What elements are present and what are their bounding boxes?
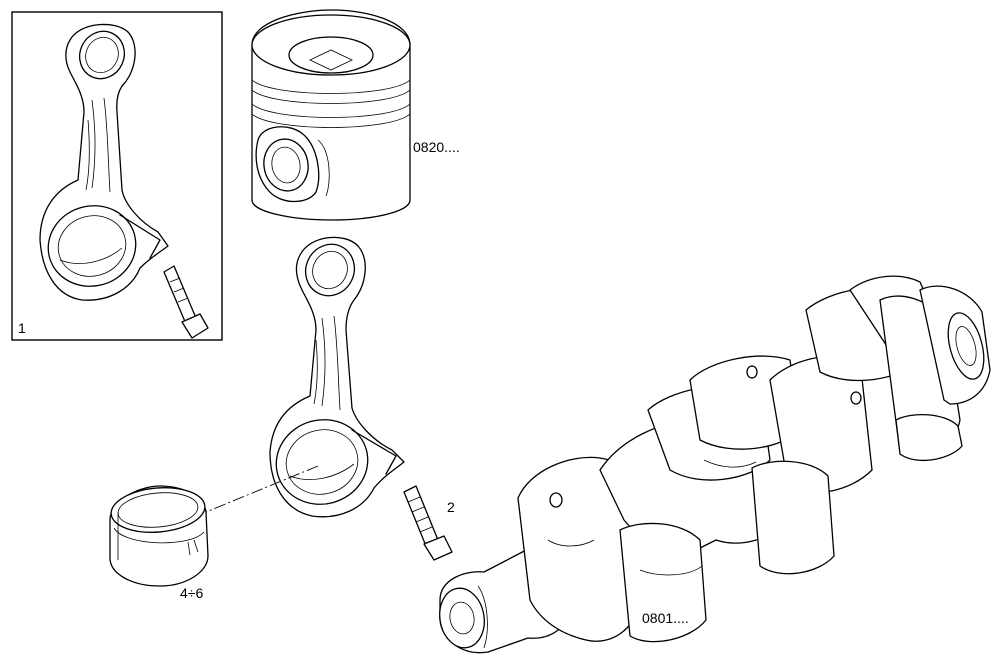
callout-4-6: 4÷6 bbox=[180, 585, 203, 601]
piston: 0820.... bbox=[251, 9, 460, 221]
callout-2: 2 bbox=[447, 499, 455, 515]
inset-kit-group: 1 bbox=[11, 11, 223, 341]
assembly-centerline bbox=[205, 465, 319, 513]
inset-connecting-rod bbox=[39, 23, 169, 301]
connecting-rod bbox=[269, 236, 405, 518]
crankshaft-callout: 0801.... bbox=[642, 610, 689, 626]
rod-bolt: 2 bbox=[403, 485, 455, 561]
crankshaft: 0801.... bbox=[439, 275, 991, 654]
callout-1: 1 bbox=[18, 320, 26, 336]
inset-frame bbox=[11, 11, 223, 341]
bearing-shells: 4÷6 bbox=[109, 485, 209, 601]
piston-callout: 0820.... bbox=[413, 139, 460, 155]
inset-bolt bbox=[163, 265, 209, 339]
